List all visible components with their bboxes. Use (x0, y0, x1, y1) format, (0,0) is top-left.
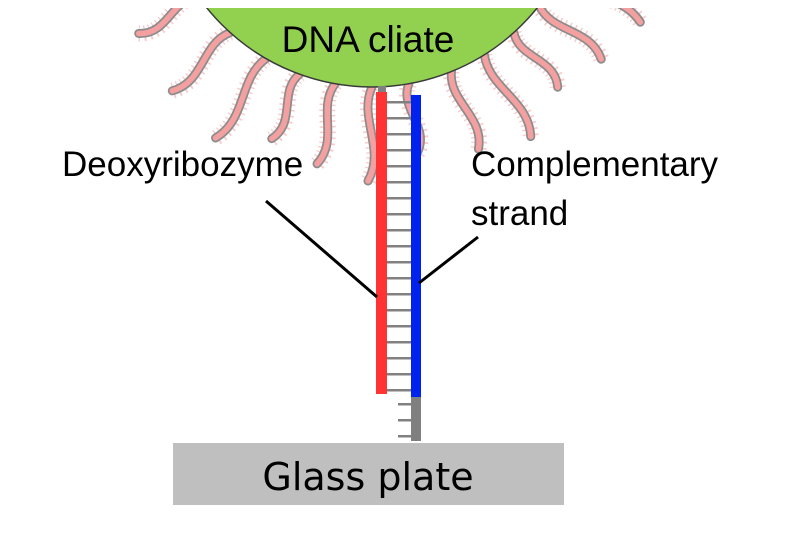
tentacle (310, 78, 342, 170)
glass-plate: Glass plate (173, 443, 564, 505)
tail-rung (398, 403, 412, 406)
base-pair-rung (386, 389, 412, 392)
deoxyribozyme-leader-line (265, 199, 378, 299)
base-pair-rung (386, 165, 412, 168)
base-pair-rung (386, 261, 412, 264)
cell-body (199, 0, 545, 88)
tentacle (266, 67, 306, 146)
base-pair-rung (386, 341, 412, 344)
top-crop (0, 0, 800, 8)
base-pair-rung (386, 277, 412, 280)
anchor-tail (411, 397, 421, 441)
tentacle (134, 0, 202, 42)
tentacle (167, 25, 235, 99)
base-pair-rung (386, 117, 412, 120)
linker-segment (378, 86, 386, 94)
base-pair-rung (386, 197, 412, 200)
complementary-leader-line (418, 235, 479, 285)
base-pair-rung (386, 373, 412, 376)
cell-label: DNA cliate (282, 19, 455, 60)
tentacle (531, 1, 609, 64)
glass-plate-body (173, 443, 564, 505)
base-pair-rung (386, 213, 412, 216)
deoxyribozyme-strand (376, 92, 387, 394)
tentacle (360, 82, 383, 186)
tentacle (210, 52, 272, 145)
deoxyribozyme-label: Deoxyribozyme (62, 145, 303, 184)
tail-rungs (398, 403, 412, 438)
dna-duplex (376, 86, 421, 441)
base-pair-rung (386, 101, 412, 104)
base-pair-rung (386, 325, 412, 328)
base-pair-rung (386, 309, 412, 312)
tentacle (583, 0, 648, 28)
base-pair-rung (386, 293, 412, 296)
glass-plate-label: Glass plate (262, 455, 473, 499)
tentacle (443, 67, 488, 154)
base-pair-rung (386, 149, 412, 152)
base-pair-rung (386, 357, 412, 360)
base-pair-rung (386, 245, 412, 248)
base-pair-rungs (386, 101, 412, 392)
tail-rung (398, 435, 412, 438)
base-pair-rung (386, 229, 412, 232)
base-pair-rung (386, 181, 412, 184)
complementary-label-line2: strand (471, 194, 568, 233)
tentacle (476, 50, 539, 142)
base-pair-rung (386, 133, 412, 136)
complementary-label-line1: Complementary (471, 145, 719, 184)
dna-cliate-cell: DNA cliate (0, 0, 800, 88)
tail-rung (398, 419, 412, 422)
dna-tentacles (134, 0, 648, 186)
complementary-strand (411, 95, 421, 397)
tentacle (505, 28, 566, 92)
